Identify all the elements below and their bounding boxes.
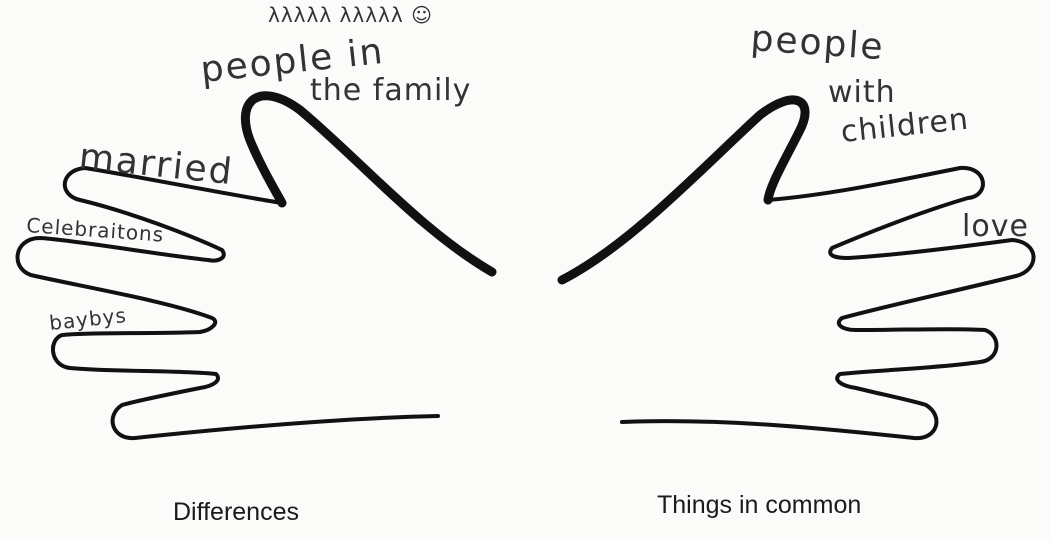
- right-hand-thumb: [557, 95, 810, 285]
- left-hand: [15, 91, 497, 441]
- right-thumb-label-1: people: [749, 18, 886, 68]
- right-finger-label-love: love: [962, 209, 1029, 244]
- left-thumb-label-2: the family: [310, 73, 471, 108]
- things-in-common-caption: Things in common: [657, 491, 862, 519]
- right-hand-fingers: [620, 165, 1036, 441]
- right-thumb-label-2: with: [828, 75, 896, 110]
- left-finger-label-babies: baybys: [48, 303, 128, 335]
- left-handwriting: λλλλλ λλλλλ ☺ people in the family marri…: [26, 3, 471, 335]
- left-hand-thumb: [240, 91, 497, 277]
- right-handwriting: people with children love: [749, 18, 1029, 244]
- left-finger-label-married: married: [77, 136, 236, 193]
- left-hand-fingers: [15, 166, 440, 441]
- differences-caption: Differences: [173, 498, 299, 526]
- right-hand: [557, 95, 1036, 441]
- stick-figures-label: λλλλλ λλλλλ ☺: [268, 3, 433, 27]
